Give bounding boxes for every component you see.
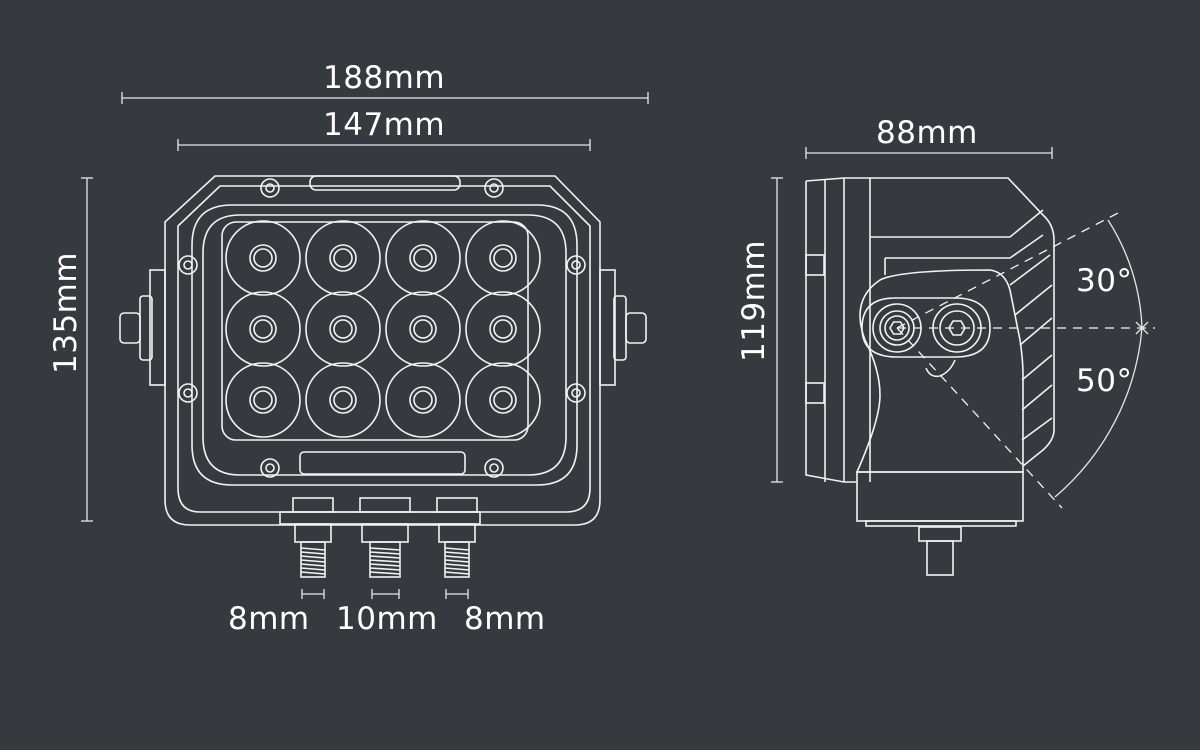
terminal-dimension-marks (301, 589, 469, 599)
led (305, 220, 381, 296)
dimension-line-119 (771, 177, 783, 483)
terminal-left-label: 8mm (228, 601, 310, 637)
tilt-up-label: 30° (1076, 263, 1133, 299)
led (465, 362, 541, 438)
terminal-post (436, 497, 478, 578)
tilt-down-label: 50° (1076, 363, 1133, 399)
dimension-line-147 (177, 139, 591, 151)
led (225, 220, 301, 296)
dimension-line-88 (805, 147, 1053, 159)
led (385, 291, 461, 367)
front-height-label: 135mm (48, 251, 84, 374)
led (305, 362, 381, 438)
led (225, 291, 301, 367)
overall-width-label: 188mm (323, 60, 446, 96)
terminal-center-label: 10mm (336, 601, 438, 637)
led (385, 220, 461, 296)
lamp-front-view (119, 175, 647, 599)
side-height-label: 119mm (736, 239, 772, 362)
lens-width-label: 147mm (323, 107, 446, 143)
lamp-side-view (805, 177, 1155, 576)
dimension-line-188 (121, 92, 649, 104)
terminals (292, 497, 478, 578)
led (305, 291, 381, 367)
led (225, 362, 301, 438)
led (465, 220, 541, 296)
terminal-post (292, 497, 334, 578)
led (465, 291, 541, 367)
screws (178, 178, 586, 478)
terminal-right-label: 8mm (464, 601, 546, 637)
depth-label: 88mm (876, 115, 978, 151)
terminal-post (359, 497, 411, 578)
led-array (225, 220, 541, 438)
dimension-line-135 (81, 177, 93, 522)
led (385, 362, 461, 438)
